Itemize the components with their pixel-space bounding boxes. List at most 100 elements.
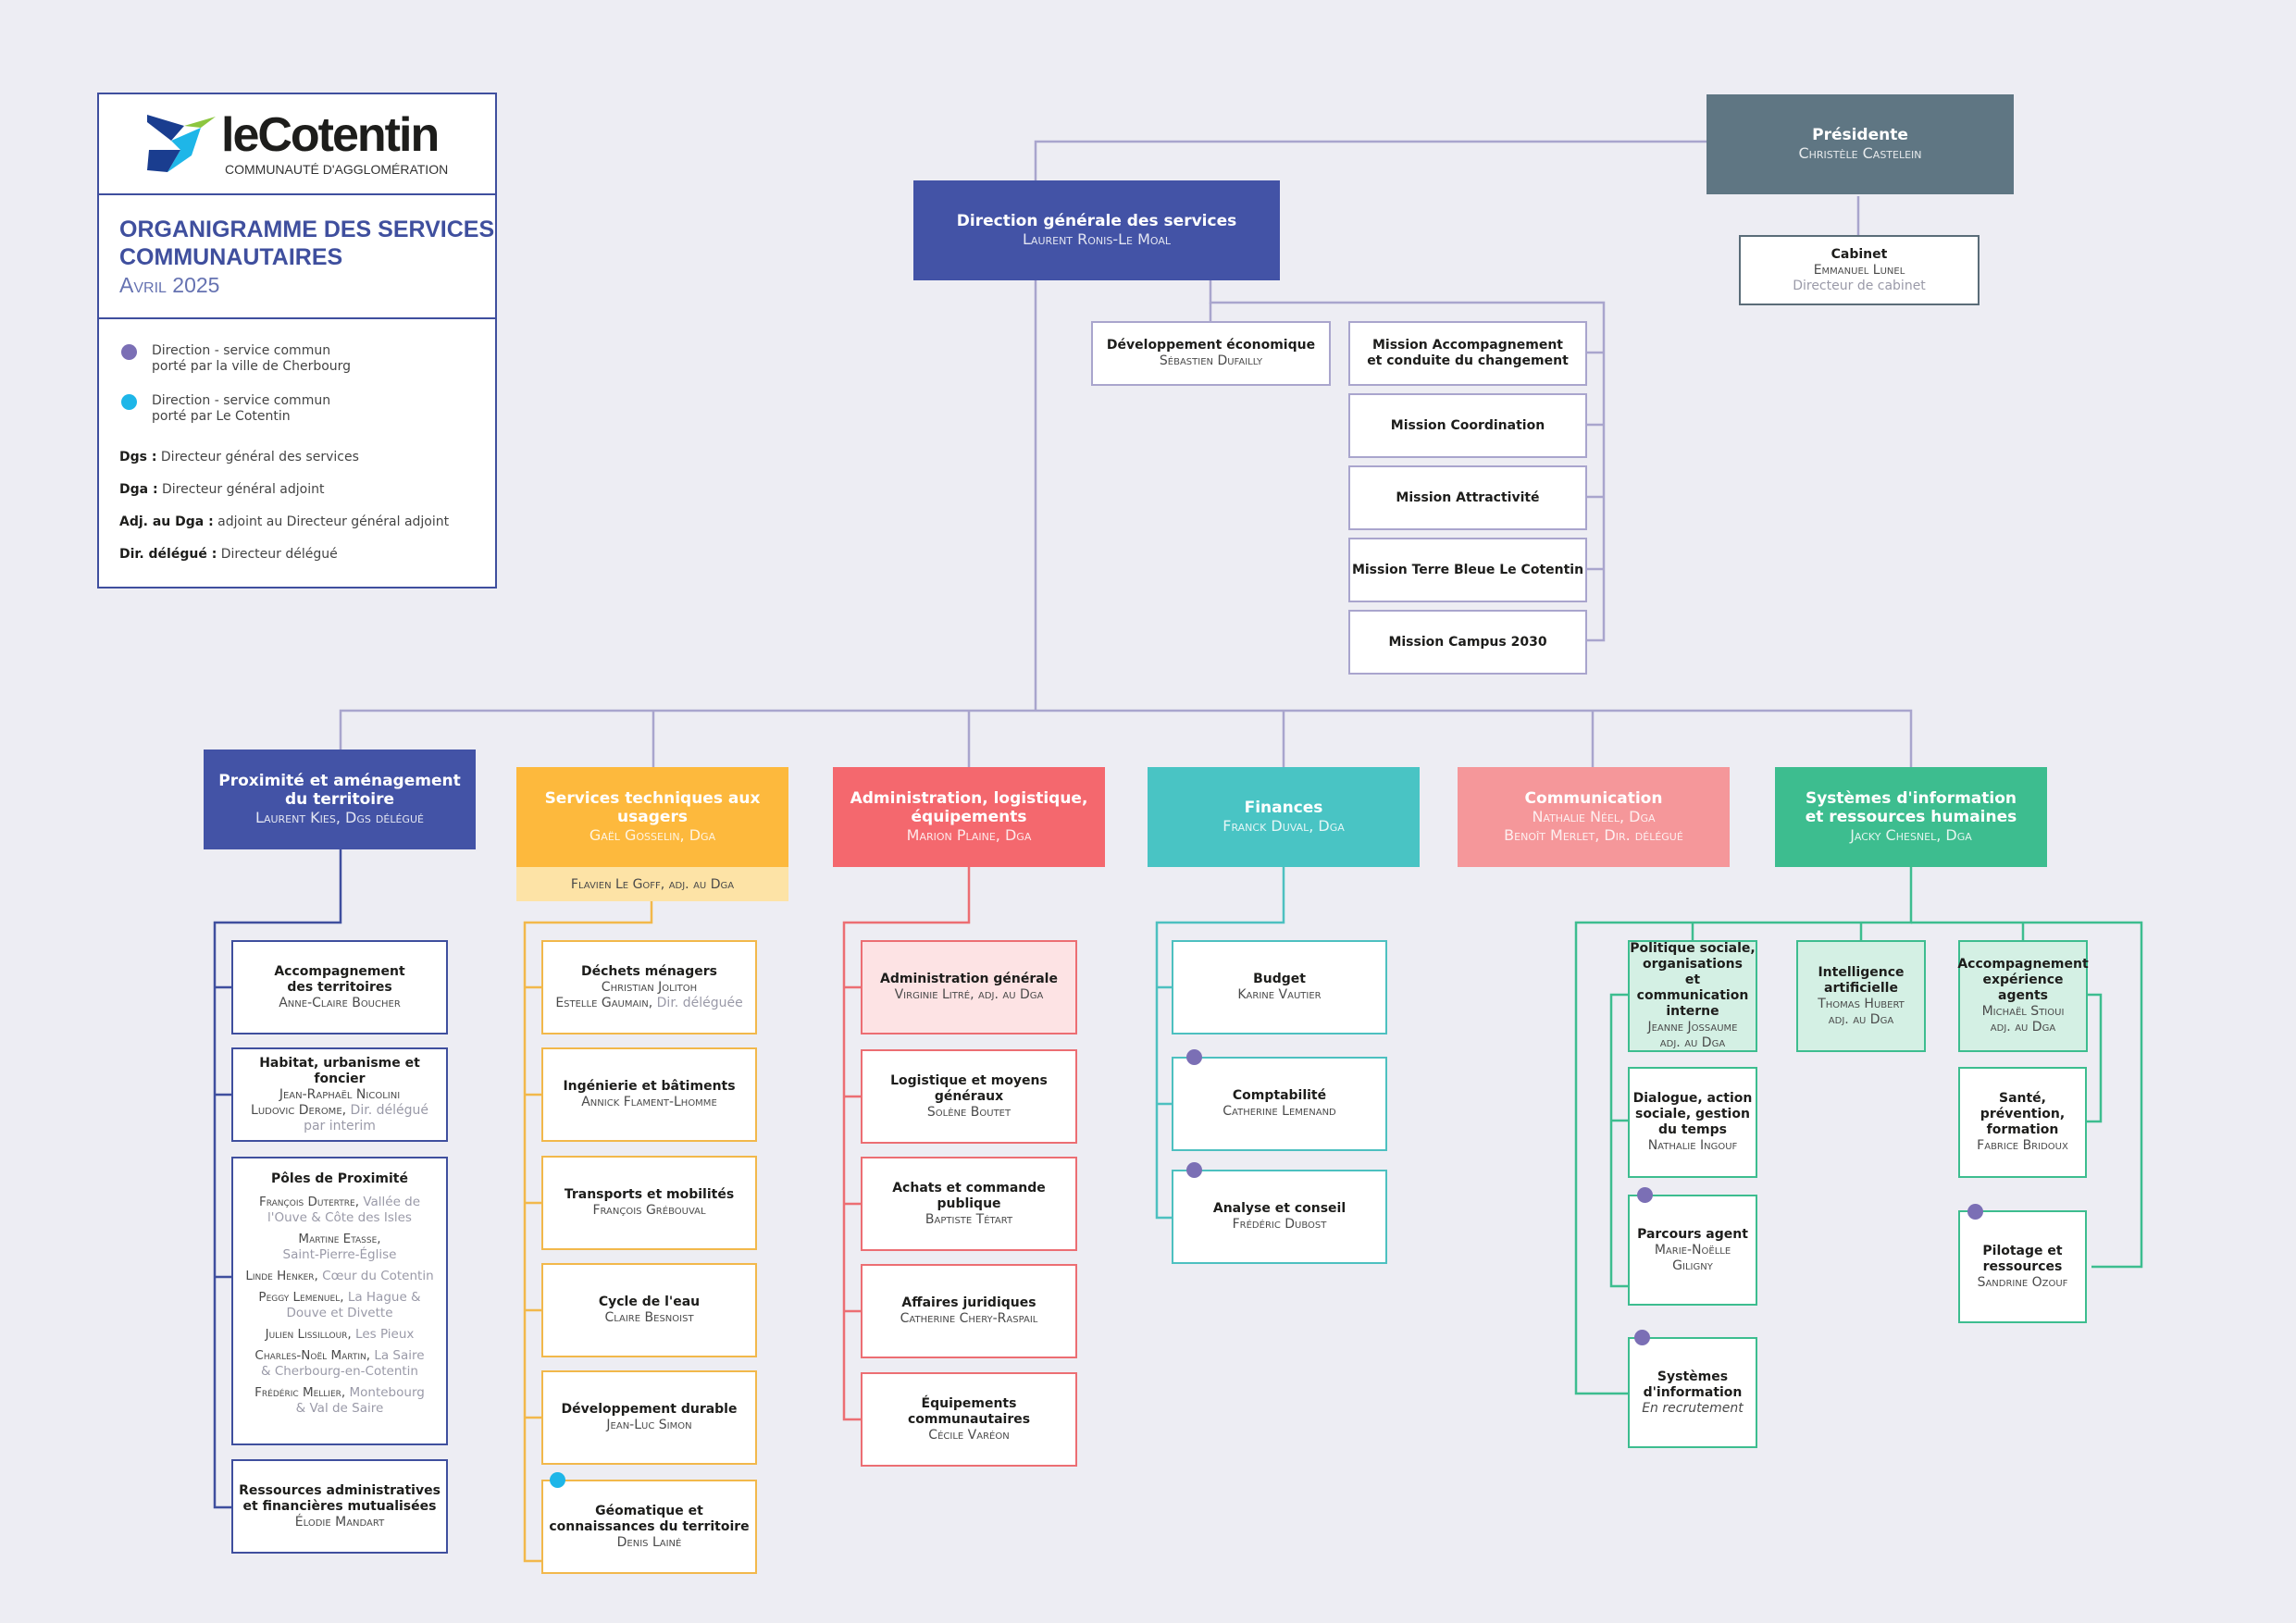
service-box: Accompagnement des territoires Anne-Clai…	[231, 940, 448, 1035]
service-box: Ingénierie et bâtiments Annick Flament-L…	[541, 1047, 757, 1142]
service-lead: Jean-Raphaël Nicolini	[279, 1086, 401, 1102]
abbr-dir: Dir. délégué : Directeur délégué	[119, 547, 338, 563]
pole-communication-header: Communication Nathalie Néel, Dga Benoît …	[1458, 767, 1730, 867]
purple-dot-icon	[1634, 1330, 1650, 1345]
cabinet-name: Emmanuel Lunel	[1813, 262, 1905, 278]
service-lead: Nathalie Ingouf	[1647, 1138, 1738, 1153]
service-lead: Baptiste Tétart	[925, 1211, 1013, 1227]
blue-dot-icon	[121, 394, 137, 410]
connector	[1209, 279, 1606, 642]
connector	[1609, 993, 1628, 1288]
service-title: Transports et mobilités	[564, 1187, 735, 1202]
service-role: Dir. délégué par interim	[304, 1102, 428, 1134]
pole-proximite-header: Proximité et aménagement du territoire L…	[204, 750, 476, 849]
service-box: Dialogue, action sociale, gestion du tem…	[1628, 1067, 1757, 1178]
service-box: Parcours agent Marie-Noëlle Giligny	[1628, 1195, 1757, 1306]
connector	[1911, 921, 2143, 1269]
document-title: ORGANIGRAMME DES SERVICES COMMUNAUTAIRES…	[99, 195, 495, 319]
connector	[1574, 866, 1913, 1395]
service-title: Santé, prévention, formation	[1980, 1091, 2066, 1137]
service-title: Accompagnement expérience agents	[1957, 957, 2089, 1003]
presidente-title: Présidente	[1812, 126, 1908, 144]
pole-title: Communication	[1524, 789, 1663, 808]
mission-title: Mission Attractivité	[1396, 489, 1540, 505]
service-box: Équipements communautaires Cécile Varéon	[861, 1372, 1077, 1467]
service-title: Comptabilité	[1232, 1088, 1327, 1103]
pole-person: Peggy Lemenuel,	[258, 1290, 344, 1305]
abbr-dga: Dga : Directeur général adjoint	[119, 482, 324, 498]
connector	[1155, 866, 1285, 1220]
service-title: Analyse et conseil	[1212, 1201, 1347, 1216]
document-date: Avril 2025	[119, 273, 220, 297]
service-box: Achats et commande publique Baptiste Tét…	[861, 1157, 1077, 1251]
service-title: Systèmes d'information	[1643, 1369, 1743, 1400]
service-box: Intelligence artificielle Thomas Hubert …	[1796, 940, 1926, 1052]
legend-blue-line2: porté par Le Cotentin	[152, 409, 291, 424]
service-box: Politique sociale, organisations et comm…	[1628, 940, 1757, 1052]
service-lead: Claire Besnoist	[604, 1310, 694, 1325]
service-lead: Sandrine Ozouf	[1977, 1274, 2068, 1290]
service-box: Géomatique et connaissances du territoir…	[541, 1480, 757, 1574]
service-lead: Catherine Lemenand	[1222, 1104, 1336, 1119]
service-lead: Anne-Claire Boucher	[279, 995, 401, 1010]
connector	[339, 709, 1913, 767]
pole-title: Systèmes d'information et ressources hum…	[1805, 789, 2017, 826]
service-title: Déchets ménagers	[580, 963, 718, 979]
pole-title: Finances	[1244, 799, 1323, 817]
dgs-title: Direction générale des services	[956, 212, 1237, 230]
service-box: Systèmes d'information En recrutement	[1628, 1337, 1757, 1448]
service-title: Accompagnement des territoires	[274, 963, 405, 995]
service-title: Politique sociale, organisations et comm…	[1630, 941, 1756, 1019]
service-box: Comptabilité Catherine Lemenand	[1172, 1057, 1387, 1151]
mission-box: Mission Coordination	[1348, 393, 1587, 458]
pole-lead: Franck Duval, Dga	[1222, 817, 1345, 835]
dev-eco-title: Développement économique	[1106, 338, 1316, 353]
purple-dot-icon	[1186, 1162, 1202, 1178]
pole-administration-header: Administration, logistique, équipements …	[833, 767, 1105, 867]
service-box: Santé, prévention, formation Fabrice Bri…	[1958, 1067, 2087, 1178]
pole-area: Vallée de l'Ouve & Côte des Isles	[267, 1195, 421, 1225]
pole-lead: Laurent Kies, Dgs délégué	[255, 809, 424, 826]
service-lead: Catherine Chery-Raspail	[900, 1311, 1038, 1326]
pole-area: La Saire & Cherbourg-en-Cotentin	[261, 1348, 425, 1379]
service-title: Habitat, urbanisme et foncier	[259, 1055, 420, 1086]
connector	[213, 849, 342, 1509]
service-lead: Christian Jolitoн	[601, 979, 698, 995]
abbr-value: adjoint au Directeur général adjoint	[217, 514, 450, 529]
pole-lead: Nathalie Néel, Dga	[1532, 808, 1656, 825]
cabinet-title: Cabinet	[1831, 246, 1888, 262]
logo-wordmark: leCotentin	[221, 108, 440, 162]
dev-eco-name: Sébastien Dufailly	[1159, 353, 1263, 368]
pole-person: Martine Etasse,	[298, 1232, 381, 1246]
pole-area: La Hague & Douve et Divette	[286, 1290, 421, 1320]
techniques-adjoint: Flavien Le Goff, adj. au Dga	[516, 867, 788, 901]
pole-title: Administration, logistique, équipements	[850, 789, 1088, 826]
service-lead: Fabrice Bridoux	[1977, 1138, 2068, 1153]
service-box: Ressources administratives et financière…	[231, 1459, 448, 1554]
presidente-box: Présidente Christèle Castelein	[1706, 94, 2014, 194]
service-lead: Thomas Hubert adj. au Dga	[1818, 996, 1905, 1027]
service-lead: Cécile Varéon	[928, 1427, 1010, 1443]
mission-title: Mission Terre Bleue Le Cotentin	[1351, 562, 1584, 577]
service-title: Parcours agent	[1637, 1226, 1748, 1242]
service-title: Budget	[1253, 972, 1306, 986]
service-box: Habitat, urbanisme et foncier Jean-Rapha…	[231, 1047, 448, 1142]
purple-dot-icon	[1967, 1204, 1983, 1220]
service-lead: Michaël Stioui adj. au Dga	[1981, 1004, 2065, 1035]
mission-title: Mission Coordination	[1390, 417, 1545, 433]
pole-lead-2: Benoît Merlet, Dir. délégué	[1504, 826, 1683, 844]
pole-area: Montebourg & Val de Saire	[295, 1385, 425, 1416]
pole-person: Charles-Noël Martin,	[254, 1348, 371, 1363]
pole-lead: Marion Plaine, Dga	[906, 826, 1032, 844]
pole-person: Julien Lissillour,	[265, 1327, 352, 1342]
service-title: Dialogue, action sociale, gestion du tem…	[1632, 1091, 1753, 1137]
service-box: Logistique et moyens généraux Solène Bou…	[861, 1049, 1077, 1144]
pole-person: François Dutertre,	[258, 1195, 360, 1209]
service-box: Déchets ménagers Christian Jolitoн Estel…	[541, 940, 757, 1035]
service-lead: Élodie Mandart	[294, 1514, 385, 1530]
mission-title: Mission Accompagnement et conduite du ch…	[1367, 338, 1569, 368]
presidente-name: Christèle Castelein	[1798, 144, 1922, 162]
abbr-value: Directeur général adjoint	[162, 482, 325, 497]
service-lead: Annick Flament-Lhomme	[581, 1095, 717, 1109]
